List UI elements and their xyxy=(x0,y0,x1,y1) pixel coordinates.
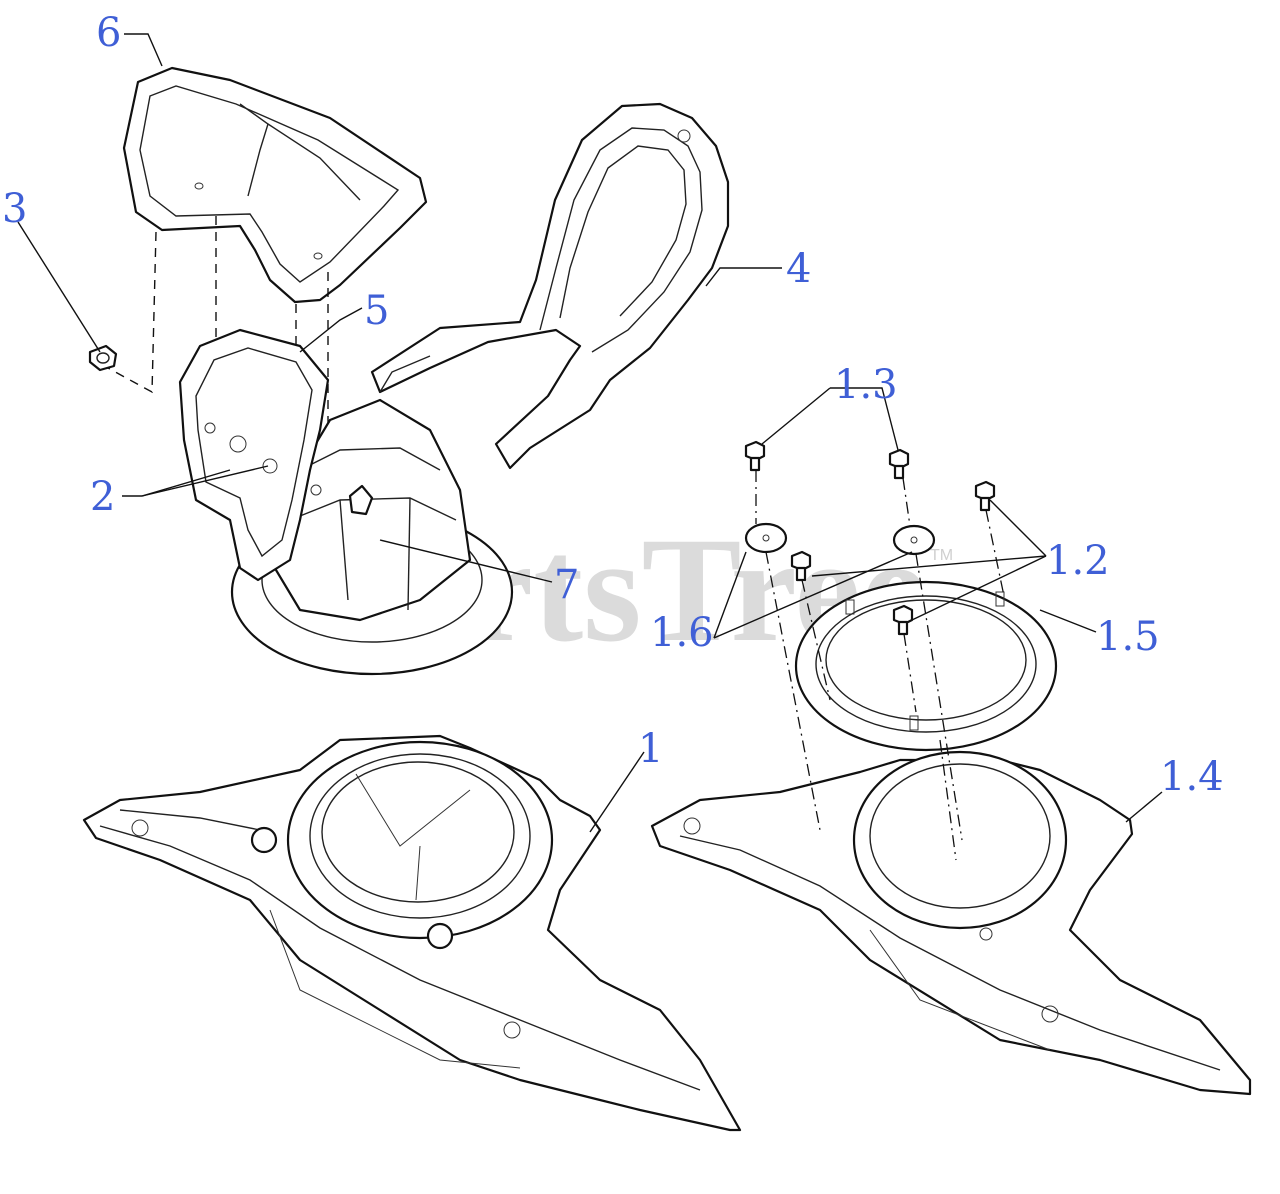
callout-2: 2 xyxy=(90,474,115,520)
part-1-4-housing xyxy=(650,750,1252,1096)
part-1-housing xyxy=(82,734,742,1132)
watermark-trademark: TM xyxy=(930,547,953,564)
callout-5: 5 xyxy=(364,288,389,334)
callout-1-5: 1.5 xyxy=(1096,614,1160,660)
part-7-chute xyxy=(230,398,514,676)
part-1-5-ring xyxy=(794,580,1058,752)
callout-7: 7 xyxy=(554,562,579,608)
callout-labels: 6 3 5 4 2 7 1 1.3 1.2 1.6 1.5 1.4 xyxy=(2,10,1224,800)
callout-1: 1 xyxy=(638,726,663,772)
callout-6: 6 xyxy=(96,10,121,56)
callout-1-2: 1.2 xyxy=(1046,538,1110,584)
assembly-lines-right xyxy=(755,470,1005,861)
part-3-nut xyxy=(88,344,118,372)
part-4-handle xyxy=(370,102,730,470)
part-1-6-washers xyxy=(744,522,936,556)
part-1-3-bolts xyxy=(744,440,910,480)
leader-lines xyxy=(17,33,1163,833)
callout-3: 3 xyxy=(2,186,27,232)
callout-1-6: 1.6 xyxy=(650,610,714,656)
part-1-2-bolts xyxy=(790,480,996,636)
part-6-deflector xyxy=(122,66,428,304)
callout-4: 4 xyxy=(786,246,811,292)
callout-1-3: 1.3 xyxy=(834,362,898,408)
callout-1-4: 1.4 xyxy=(1160,754,1224,800)
part-5-bracket xyxy=(178,328,374,582)
